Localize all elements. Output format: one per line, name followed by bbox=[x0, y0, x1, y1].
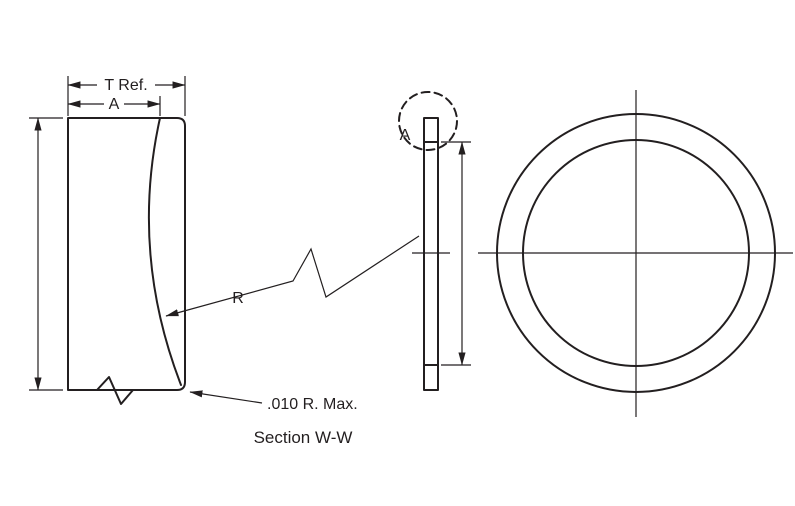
corner-radius-note: .010 R. Max. bbox=[267, 396, 358, 413]
section-caption: Section W-W bbox=[254, 428, 353, 447]
t-ref-label-mask bbox=[97, 76, 155, 93]
radius-leader-line bbox=[165, 235, 420, 317]
extension-lines bbox=[29, 76, 186, 391]
edge-outline bbox=[423, 117, 439, 391]
detail-callout-circle bbox=[398, 91, 458, 151]
bottom-break-zigzag bbox=[96, 376, 134, 405]
edge-view: A bbox=[398, 91, 471, 391]
a-label-mask bbox=[104, 95, 124, 112]
section-view bbox=[67, 117, 186, 405]
front-view bbox=[478, 90, 793, 417]
radius-label: R bbox=[232, 290, 244, 307]
detail-callout-label: A bbox=[400, 127, 411, 144]
section-outline bbox=[67, 117, 186, 391]
corner-radius-leader bbox=[189, 390, 263, 404]
curved-face-arc bbox=[147, 117, 182, 386]
t-ref-label: T Ref. bbox=[104, 77, 147, 94]
section-dimensions: T Ref. A R .010 R. Max. bbox=[34, 76, 420, 413]
a-dim-label: A bbox=[109, 96, 120, 113]
